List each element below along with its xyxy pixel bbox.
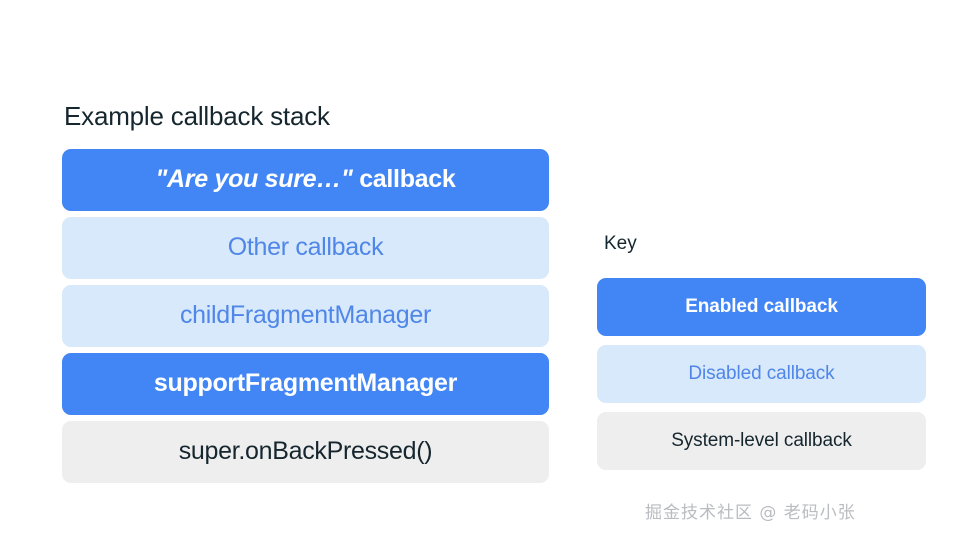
key-item-label: Disabled callback	[688, 363, 835, 384]
key-item-label: Enabled callback	[685, 296, 838, 317]
callback-stack-section: Example callback stack "Are you sure…" c…	[62, 100, 549, 483]
stack-item-super-on-back-pressed[interactable]: super.onBackPressed()	[62, 421, 549, 483]
stack-item-label-quoted: "Are you sure…"	[155, 165, 353, 194]
callback-stack-list: "Are you sure…" callback Other callback …	[62, 149, 549, 483]
page-title: Example callback stack	[64, 101, 330, 131]
stack-item-child-fragment-manager[interactable]: childFragmentManager	[62, 285, 549, 347]
key-item-disabled-callback: Disabled callback	[597, 345, 926, 403]
stack-item-are-you-sure[interactable]: "Are you sure…" callback	[62, 149, 549, 211]
key-title: Key	[604, 233, 637, 254]
key-item-system-level-callback: System-level callback	[597, 412, 926, 470]
key-legend-list: Enabled callback Disabled callback Syste…	[597, 278, 926, 470]
stack-item-label: super.onBackPressed()	[178, 437, 433, 466]
stack-item-label: "Are you sure…" callback	[156, 166, 456, 194]
stack-item-label: Other callback	[227, 233, 384, 262]
stack-item-label-plain: callback	[352, 165, 456, 194]
stack-item-label: childFragmentManager	[179, 301, 432, 330]
watermark: 掘金技术社区 @ 老码小张	[645, 503, 856, 523]
stack-item-label: supportFragmentManager	[153, 369, 458, 398]
stack-item-support-fragment-manager[interactable]: supportFragmentManager	[62, 353, 549, 415]
key-item-label: System-level callback	[671, 430, 852, 451]
stack-item-other-callback[interactable]: Other callback	[62, 217, 549, 279]
key-legend-section: Key Enabled callback Disabled callback S…	[597, 232, 926, 470]
key-item-enabled-callback: Enabled callback	[597, 278, 926, 336]
